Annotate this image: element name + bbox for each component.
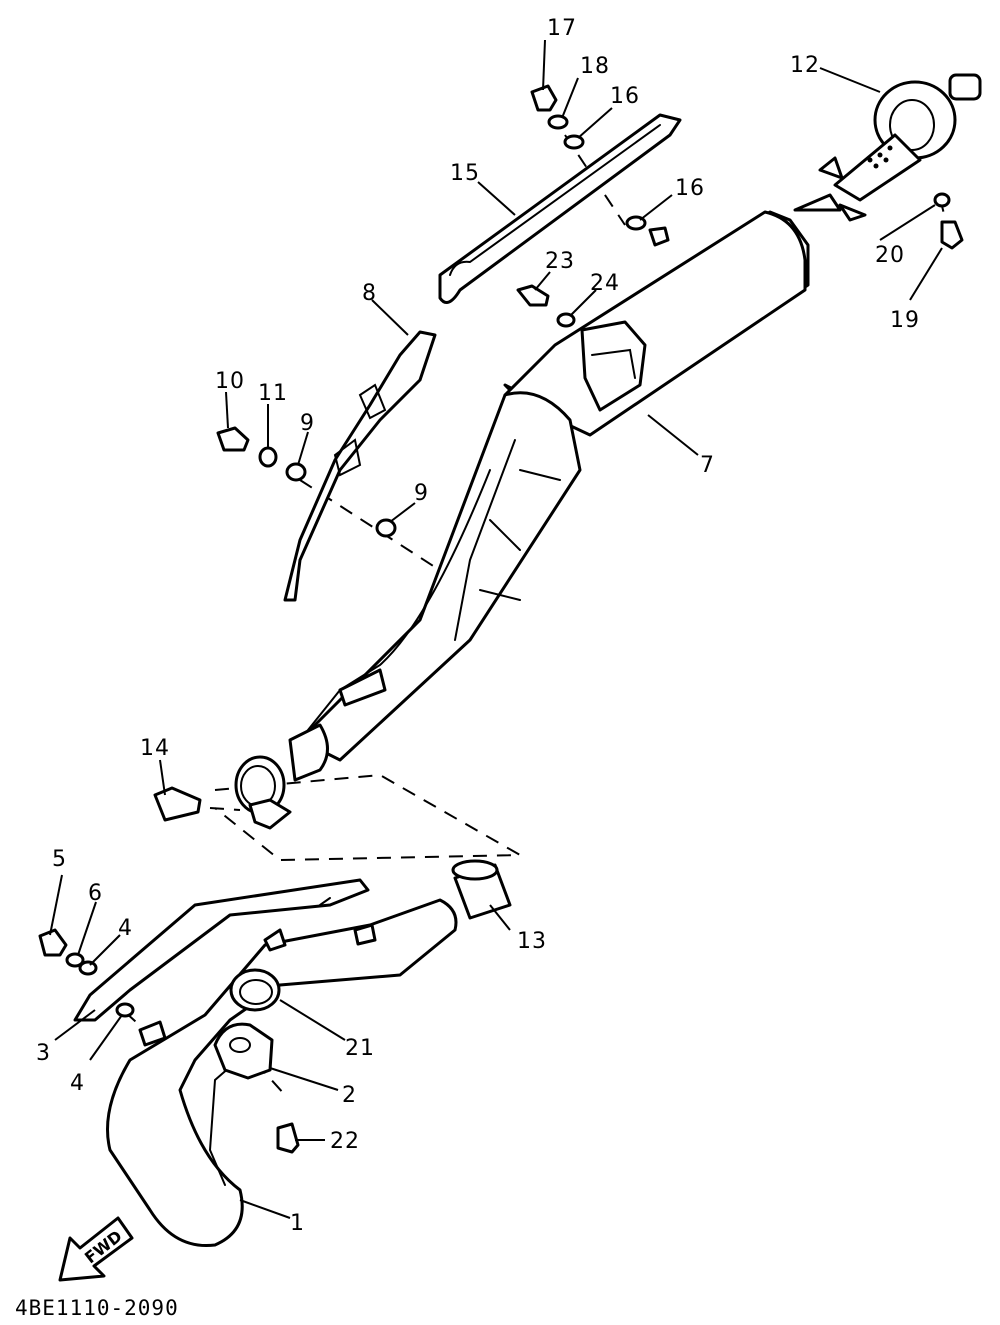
fwd-arrow-icon: FWD [58, 1216, 134, 1282]
callout-16-upper: 16 [610, 84, 640, 109]
callout-4-lower: 4 [70, 1071, 85, 1096]
callout-21: 21 [345, 1036, 375, 1061]
callout-12: 12 [790, 53, 820, 78]
callout-13: 13 [517, 929, 547, 954]
exhaust-pipe [106, 898, 458, 1248]
tail-pipe [793, 73, 982, 222]
callout-14: 14 [140, 736, 170, 761]
callout-10: 10 [215, 369, 245, 394]
callout-23: 23 [545, 249, 575, 274]
callout-18: 18 [580, 54, 610, 79]
callout-numbers: 17 18 16 16 15 23 24 8 10 11 9 9 7 12 20… [36, 16, 920, 1236]
joint-gasket-13 [451, 859, 512, 920]
callout-15: 15 [450, 161, 480, 186]
callout-16-lower: 16 [675, 176, 705, 201]
callout-9-upper: 9 [300, 411, 315, 436]
callout-20: 20 [875, 243, 905, 268]
leader-lines [49, 39, 943, 1219]
callout-24: 24 [590, 271, 620, 296]
pipe-protector [73, 878, 370, 1022]
callout-8: 8 [362, 281, 377, 306]
callout-19: 19 [890, 308, 920, 333]
heat-protector [438, 113, 682, 304]
callout-6: 6 [88, 881, 103, 906]
callout-2: 2 [342, 1083, 357, 1108]
gasket-21 [229, 968, 281, 1012]
callout-11: 11 [258, 381, 288, 406]
exhaust-flange [213, 1022, 274, 1080]
callout-1: 1 [290, 1211, 305, 1236]
callout-5: 5 [52, 847, 67, 872]
muffler [234, 210, 810, 830]
callout-22: 22 [330, 1129, 360, 1154]
callout-7: 7 [700, 453, 715, 478]
muffler-bracket [283, 330, 437, 602]
callout-9-lower: 9 [414, 481, 429, 506]
callout-4-upper: 4 [118, 916, 133, 941]
diagram-code: 4BE1110-2090 [15, 1296, 179, 1320]
callout-3: 3 [36, 1041, 51, 1066]
fasteners [38, 84, 964, 1154]
callout-17: 17 [547, 16, 577, 41]
